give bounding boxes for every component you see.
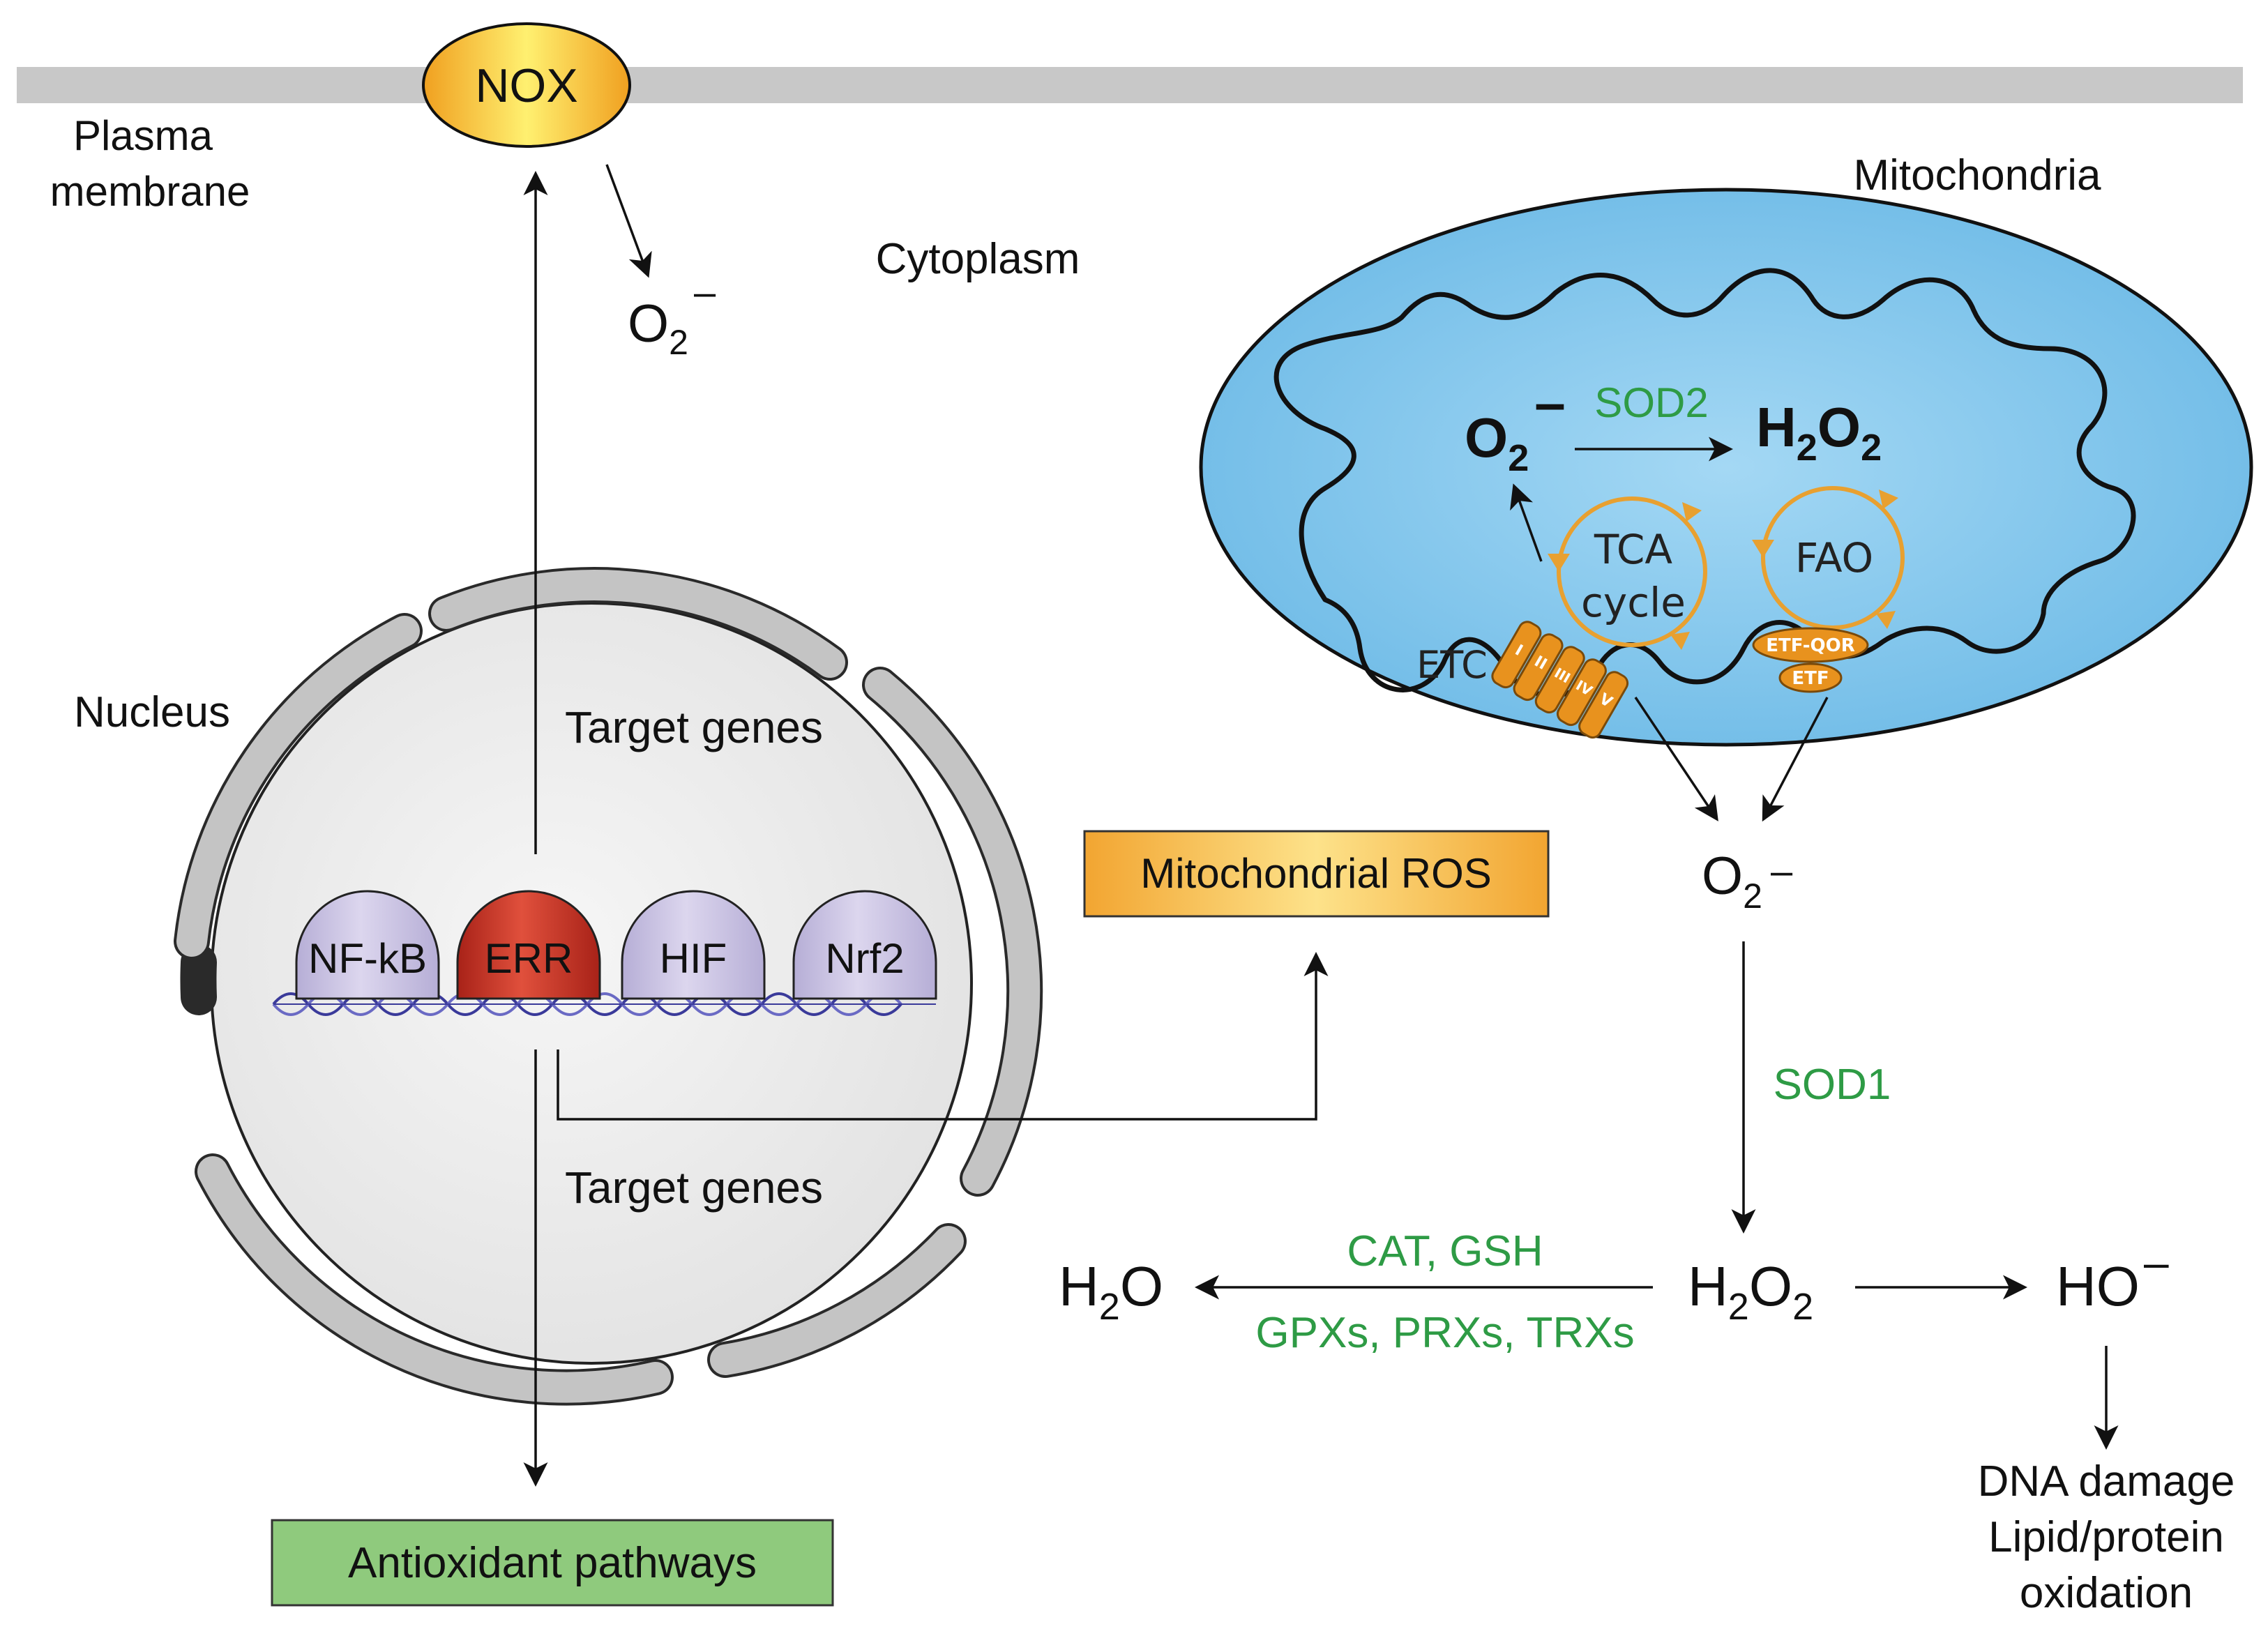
nuclear-envelope (174, 567, 1043, 1406)
sod1-label: SOD1 (1774, 1061, 1891, 1109)
etf-to-cytosol-arrow (1762, 697, 1829, 822)
target-genes-bottom: Target genes (565, 1162, 823, 1213)
tca-label: TCA (1594, 526, 1673, 573)
etc-complex (1578, 671, 1629, 739)
tca-cycle-arrowhead (1682, 502, 1702, 522)
factor-err (456, 890, 601, 1000)
factor-label: ERR (485, 935, 573, 982)
mitochondria-label: Mitochondria (1854, 151, 2101, 199)
etc-complex (1534, 646, 1585, 714)
mitochondria-cristae (1273, 268, 2136, 698)
damage-label: Lipid/protein (1988, 1513, 2224, 1561)
sod2-label: SOD2 (1594, 379, 1708, 426)
nox-superoxide-arrow (605, 164, 652, 278)
etc-superoxide-arrow (1510, 483, 1543, 562)
plasma-membrane-label: membrane (50, 168, 250, 215)
enzymes-bottom-label: GPXs, PRXs, TRXs (1255, 1309, 1634, 1357)
nucleus-label: Nucleus (74, 688, 230, 736)
mito-ros-box (1083, 830, 1550, 918)
factor-hif (621, 890, 766, 1000)
cytosol-superoxide: O2– (1702, 847, 1793, 916)
tca-cycle-arrowhead (1548, 554, 1570, 572)
mito-ros-label: Mitochondrial ROS (1140, 850, 1492, 897)
mitochondrion (1199, 188, 2253, 747)
factor-label: HIF (660, 935, 727, 982)
etc-label: ETC (1416, 643, 1488, 687)
mito-h2o2: H2O2 (1756, 396, 1882, 469)
etc-complex (1491, 621, 1542, 689)
etc-complex (1556, 658, 1607, 727)
transcription-factors: NF-kB ERR HIF Nrf2 (295, 890, 937, 1000)
etf (1778, 662, 1843, 693)
etf-qor-label: ETF-QOR (1766, 635, 1854, 656)
plasma-membrane-label: Plasma (73, 112, 213, 159)
superoxide-nox: O2– (628, 270, 716, 362)
enzymes-top-label: CAT, GSH (1347, 1227, 1543, 1275)
dna-helix (272, 992, 936, 1016)
target-genes-top: Target genes (565, 702, 823, 752)
nox-label: NOX (475, 59, 577, 112)
damage-label: oxidation (2020, 1569, 2193, 1617)
fao-cycle-arrowhead (1879, 490, 1898, 509)
err-to-mito-ros-arrow (557, 952, 1329, 1121)
plasma-membrane (17, 67, 2243, 103)
factor-label: NF-kB (308, 935, 427, 982)
etf-label: ETF (1792, 668, 1829, 689)
fao-cycle-arrowhead (1752, 540, 1774, 558)
etc-complexes: I II III IV V (1491, 621, 1629, 739)
antioxidant-box (271, 1519, 834, 1607)
cytoplasm-label: Cytoplasm (876, 235, 1080, 283)
fao-label: FAO (1795, 534, 1873, 582)
fao-cycle-arrowhead (1876, 611, 1896, 629)
etc-to-cytosol-arrow (1634, 697, 1718, 821)
factor-nrf2 (792, 890, 937, 1000)
water: H2O (1059, 1255, 1163, 1328)
damage-label: DNA damage (1978, 1457, 2235, 1506)
etc-complex (1513, 633, 1564, 702)
nox-enzyme (422, 22, 631, 148)
cytosol-h2o2: H2O2 (1688, 1255, 1813, 1328)
tca-cycle-arrowhead (1670, 632, 1690, 650)
etf-qor (1752, 627, 1869, 663)
hydroxyl: HO– (2056, 1237, 2169, 1317)
factor-label: Nrf2 (825, 935, 904, 982)
tca-label: cycle (1581, 579, 1686, 626)
factor-nfkb (295, 890, 440, 1000)
mito-superoxide: O2– (1465, 372, 1566, 479)
antioxidant-label: Antioxidant pathways (348, 1539, 757, 1587)
